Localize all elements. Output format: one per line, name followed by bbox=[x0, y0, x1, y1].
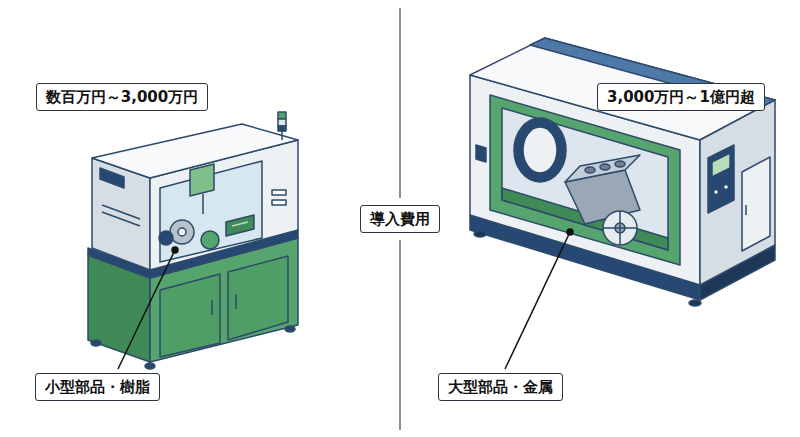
small-machine bbox=[190, 164, 214, 196]
small-machine bbox=[278, 126, 286, 131]
large-machine bbox=[502, 108, 668, 250]
small-machine bbox=[285, 326, 295, 332]
small-machine bbox=[88, 112, 298, 369]
small-machine bbox=[202, 194, 204, 214]
category-label: 大型部品・金属 bbox=[438, 373, 563, 401]
leader-line bbox=[505, 232, 570, 369]
large-machine bbox=[565, 155, 640, 182]
small-machine bbox=[160, 274, 220, 357]
large-machine bbox=[523, 127, 557, 173]
small-machine bbox=[201, 231, 219, 249]
large-machine bbox=[689, 300, 701, 306]
large-machine bbox=[530, 38, 775, 108]
small-machine bbox=[91, 340, 101, 346]
large-machine bbox=[700, 100, 775, 285]
leader-line bbox=[172, 247, 178, 253]
small-machine bbox=[278, 119, 286, 126]
leader-line bbox=[118, 250, 175, 369]
large-machine bbox=[724, 185, 729, 190]
small-machine bbox=[226, 215, 254, 236]
small-machine bbox=[159, 231, 173, 245]
large-machine bbox=[714, 190, 719, 195]
label-text: 3,000万円～1億円超 bbox=[607, 88, 755, 106]
large-machine bbox=[600, 164, 610, 170]
small-machine bbox=[160, 161, 262, 262]
large-machine bbox=[745, 205, 747, 215]
divider-line bbox=[399, 8, 401, 198]
large-machine bbox=[603, 227, 637, 229]
small-machine bbox=[232, 222, 248, 226]
leader-line bbox=[567, 229, 573, 235]
small-machine bbox=[228, 256, 288, 340]
label-text: 小型部品・樹脂 bbox=[45, 378, 150, 396]
small-machine bbox=[272, 200, 286, 205]
large-machine bbox=[603, 211, 637, 245]
small-machine bbox=[235, 294, 237, 309]
label-text: 数百万円～3,000万円 bbox=[46, 88, 198, 106]
leader-line bbox=[118, 229, 573, 369]
category-label: 小型部品・樹脂 bbox=[35, 373, 160, 401]
large-machine bbox=[470, 38, 775, 306]
small-machine bbox=[145, 363, 155, 369]
price-label: 3,000万円～1億円超 bbox=[597, 83, 765, 111]
small-machine bbox=[170, 220, 194, 244]
large-machine bbox=[712, 153, 730, 177]
price-label: 数百万円～3,000万円 bbox=[36, 83, 208, 111]
small-machine bbox=[100, 168, 124, 188]
label-text: 導入費用 bbox=[370, 210, 430, 228]
label-text: 大型部品・金属 bbox=[448, 378, 553, 396]
small-machine bbox=[102, 205, 140, 219]
large-machine bbox=[490, 95, 680, 265]
large-machine bbox=[615, 161, 625, 167]
small-machine bbox=[278, 112, 286, 119]
large-machine bbox=[514, 118, 566, 182]
large-machine bbox=[742, 157, 770, 251]
large-machine bbox=[708, 145, 734, 213]
small-machine bbox=[102, 212, 140, 226]
small-machine bbox=[272, 190, 286, 195]
large-machine bbox=[585, 167, 595, 173]
center-label: 導入費用 bbox=[360, 205, 440, 233]
small-machine bbox=[211, 300, 213, 315]
large-machine bbox=[474, 231, 486, 237]
large-machine bbox=[476, 145, 486, 162]
small-machine bbox=[178, 228, 186, 236]
divider-line bbox=[399, 240, 401, 430]
